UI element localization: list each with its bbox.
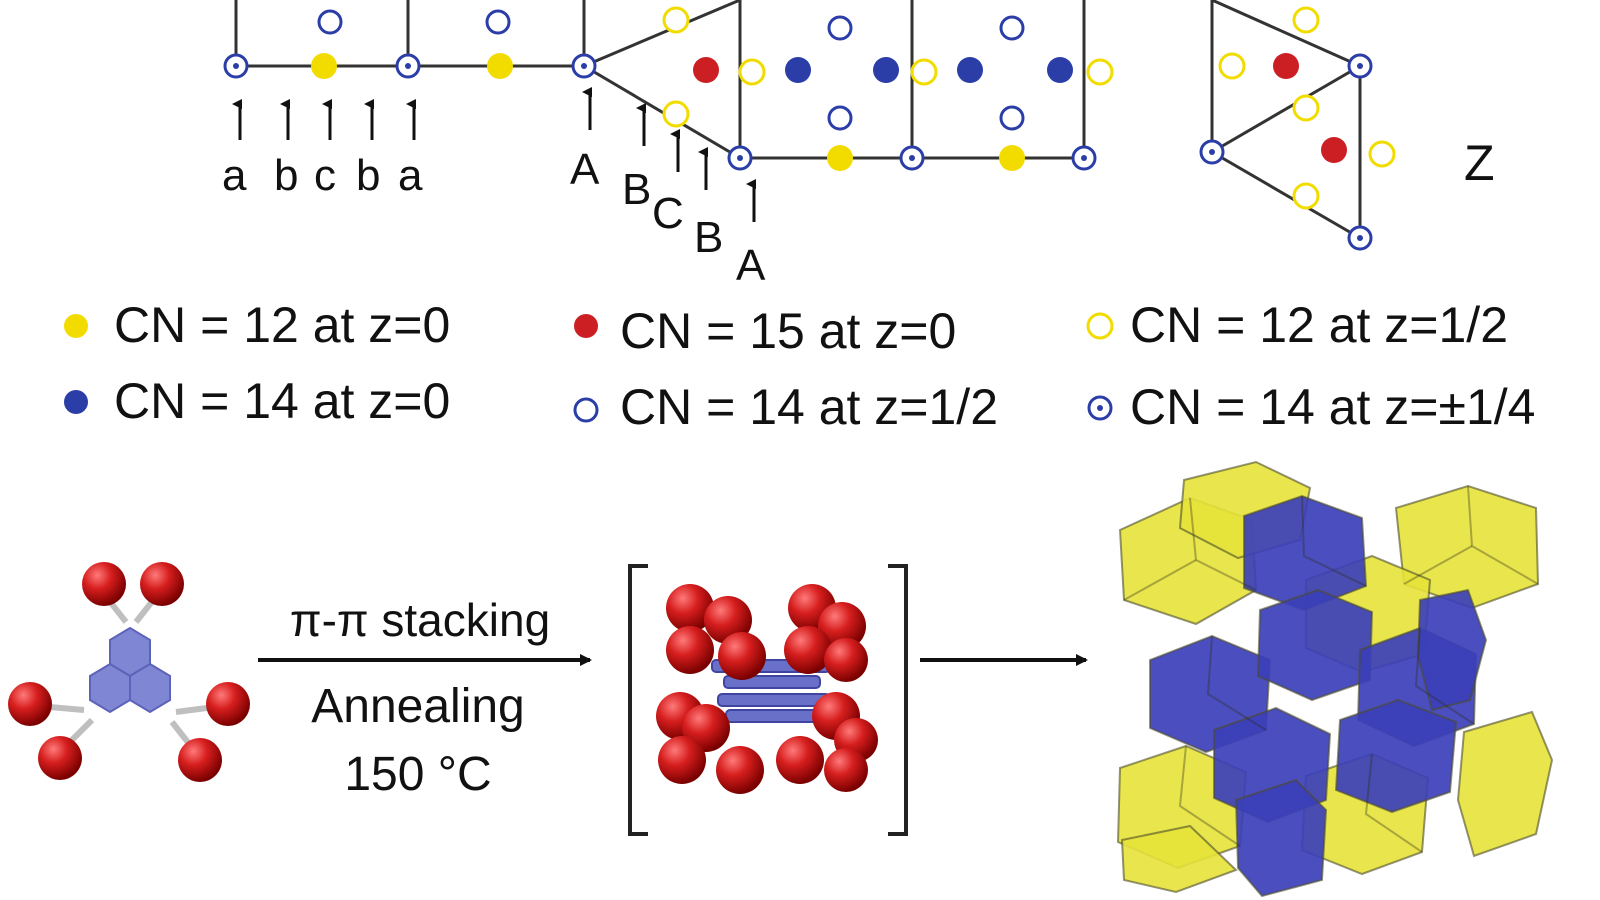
stack-label-left: b: [356, 151, 380, 200]
legend-marker-cn12-half: [1086, 312, 1114, 340]
stack-label-right: B: [694, 213, 723, 262]
site-cn12-half: [1292, 6, 1320, 34]
right-bracket: [888, 564, 908, 836]
axis-label-z: Z: [1464, 135, 1495, 191]
legend-text: CN = 15 at z=0: [620, 303, 956, 359]
site-cn12-half: [1292, 94, 1320, 122]
blue-polyhedra: [1149, 494, 1488, 898]
site-dot: [1209, 149, 1215, 155]
legend-marker-cn14-half: [573, 397, 599, 423]
legend-text: CN = 14 at z=1/2: [620, 379, 998, 435]
left-bracket: [628, 564, 648, 836]
site-cn12-half: [1368, 140, 1396, 168]
stack-label-left: b: [274, 151, 298, 200]
site-cn14-z0: [1047, 57, 1073, 83]
site-cn14-z0: [785, 57, 811, 83]
site-cn14-half: [485, 9, 511, 35]
site-cn14-half: [827, 105, 853, 131]
site-cn12-half: [910, 58, 938, 86]
legend: [64, 312, 1114, 423]
site-cn14-z0: [873, 57, 899, 83]
site-dot: [581, 63, 587, 69]
site-cn14-half: [999, 15, 1025, 41]
stack-label-left: a: [222, 151, 247, 200]
site-cn12-half: [738, 58, 766, 86]
grid-line: [583, 64, 741, 160]
oxygen-sphere: [178, 738, 222, 782]
site-dot: [233, 63, 239, 69]
legend-text: CN = 14 at z=0: [114, 373, 450, 429]
site-cn12-half: [1086, 58, 1114, 86]
site-cn14-z0: [957, 57, 983, 83]
stack-label-left: a: [398, 151, 423, 200]
molecule-core: [89, 626, 171, 714]
legend-labels: CN = 12 at z=0 CN = 15 at z=0 CN = 12 at…: [114, 297, 1535, 435]
site-cn12-half: [662, 6, 690, 34]
legend-text: CN = 14 at z=±1/4: [1130, 379, 1535, 435]
site-cn14-half: [999, 105, 1025, 131]
stack-label-right: A: [570, 145, 600, 194]
site-dot: [737, 155, 743, 161]
grid-line: [1211, 150, 1361, 240]
legend-marker-cn12-z0: [64, 314, 88, 338]
stack-label-left: c: [314, 151, 336, 200]
site-dot: [909, 155, 915, 161]
site-dot: [1357, 63, 1363, 69]
sites-cn15-z0: [693, 53, 1347, 163]
frank-kasper-structure: [1116, 460, 1554, 898]
site-cn15-z0: [1273, 53, 1299, 79]
oxygen-sphere: [140, 562, 184, 606]
oxygen-sphere: [8, 682, 52, 726]
dimer-spheres: [656, 584, 878, 794]
site-cn12-z0: [999, 145, 1025, 171]
oxygen-sphere: [38, 736, 82, 780]
molecule-monomer: [8, 562, 250, 782]
site-cn12-z0: [827, 145, 853, 171]
stacking-arrows: [232, 87, 756, 222]
bracket-dimer: [628, 564, 908, 836]
lattice-diagram: [234, 0, 1362, 240]
legend-text: CN = 12 at z=1/2: [1130, 297, 1508, 353]
grid-line: [1211, 64, 1361, 154]
legend-marker-cn15-z0: [574, 314, 598, 338]
site-dot: [1081, 155, 1087, 161]
legend-text: CN = 12 at z=0: [114, 297, 450, 353]
site-cn14-half: [827, 15, 853, 41]
site-cn15-z0: [693, 57, 719, 83]
polyhedra-edges: [1123, 485, 1539, 853]
site-dot: [1357, 235, 1363, 241]
oxygen-sphere: [82, 562, 126, 606]
site-cn14-half: [317, 9, 343, 35]
sites-cn12-half: [662, 6, 1396, 210]
site-cn15-z0: [1321, 137, 1347, 163]
sites-cn14-quarter: [223, 53, 1373, 251]
legend-marker-dot: [1097, 405, 1103, 411]
stack-label-right: B: [622, 165, 651, 214]
sites-cn14-z0: [785, 57, 1073, 83]
oxygen-sphere: [206, 682, 250, 726]
site-cn12-half: [662, 100, 690, 128]
step-label-annealing: Annealing: [311, 680, 525, 733]
site-dot: [405, 63, 411, 69]
grid-line: [1211, 0, 1361, 68]
stack-label-right: C: [652, 189, 684, 238]
stacking-labels: a b c b a A B C B A Z: [222, 135, 1495, 290]
grid-line: [583, 0, 741, 68]
legend-marker-cn14-z0: [64, 390, 88, 414]
site-cn12-z0: [311, 53, 337, 79]
site-cn12-half: [1292, 182, 1320, 210]
site-cn12-half: [1218, 52, 1246, 80]
step-label-stacking: π-π stacking: [290, 594, 550, 646]
sites-cn12-z0: [311, 53, 1025, 171]
step-label-temperature: 150 °C: [344, 748, 491, 801]
stack-label-right: A: [736, 241, 766, 290]
site-cn12-z0: [487, 53, 513, 79]
lattice-sites: [223, 6, 1396, 251]
sites-cn14-half: [317, 9, 1025, 131]
